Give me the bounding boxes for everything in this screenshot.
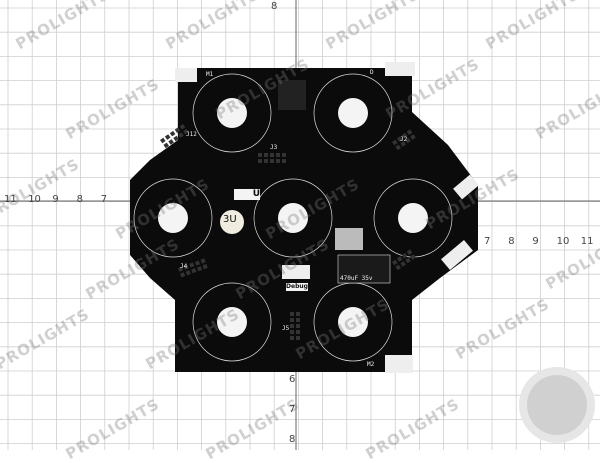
pin-header [392,249,416,271]
pin-header [160,123,189,149]
led-pad-ring [192,282,272,362]
axis-tick-label: 7 [289,404,296,415]
capacitor [337,254,391,284]
label-j5: J5 [282,325,290,332]
label-debug: Debug [286,283,308,291]
label-capacitor: 470uF 35v [340,275,373,282]
mount-hole [398,203,428,233]
label-d: D [370,69,374,76]
axis-tick-label: 7 [100,194,108,205]
axis-tick-label: 9 [52,194,59,205]
label-j3: J3 [270,144,278,151]
label-m1: M1 [206,71,214,78]
label-m2: M2 [367,361,375,368]
label-j4: J4 [180,263,188,270]
label-chip: 3U [223,214,237,225]
led-pad-ring [253,178,333,258]
axis-tick-label: 8 [289,434,296,445]
axis-tick-label: 11 [4,194,17,205]
connectors [175,62,479,373]
axis-tick-label: 10 [28,194,41,205]
pin-header [290,312,300,340]
connector-m2 [385,355,413,373]
mount-hole [338,98,368,128]
axis-tick-label: 8 [271,1,278,12]
mount-hole [338,307,368,337]
axis-tick-label: 8 [508,236,515,247]
axis-tick-label: 11 [580,236,594,247]
axis-tick-label: 10 [556,236,570,247]
connector-right-lower [441,239,473,271]
led-pads [133,73,453,362]
logo-badge [519,367,595,443]
connector-m1 [175,68,197,82]
pin-header [258,153,286,163]
connector-d [385,62,415,76]
led-pad-ring [313,73,393,153]
led-pad-ring [192,73,272,153]
led-pad-ring [133,178,213,258]
axis-tick-label: 8 [76,194,83,205]
mount-hole [217,98,247,128]
mount-hole [217,307,247,337]
pin-headers [160,123,416,340]
axis-tick-label: 9 [532,236,539,247]
label-j2: J2 [400,136,408,143]
product-photo [0,0,600,450]
connector-right [453,174,479,200]
label-j12: J12 [186,131,197,138]
mcu-chip [220,210,244,234]
mount-hole [158,203,188,233]
pin-header [392,129,416,151]
mount-hole [278,203,308,233]
label-u: U [234,189,260,200]
axis-tick-label: 7 [484,236,491,247]
connector-debug [282,265,310,279]
ic-chip [278,80,306,110]
regulator [335,228,363,250]
pin-header [178,258,208,278]
axis-tick-label: 6 [289,374,296,385]
